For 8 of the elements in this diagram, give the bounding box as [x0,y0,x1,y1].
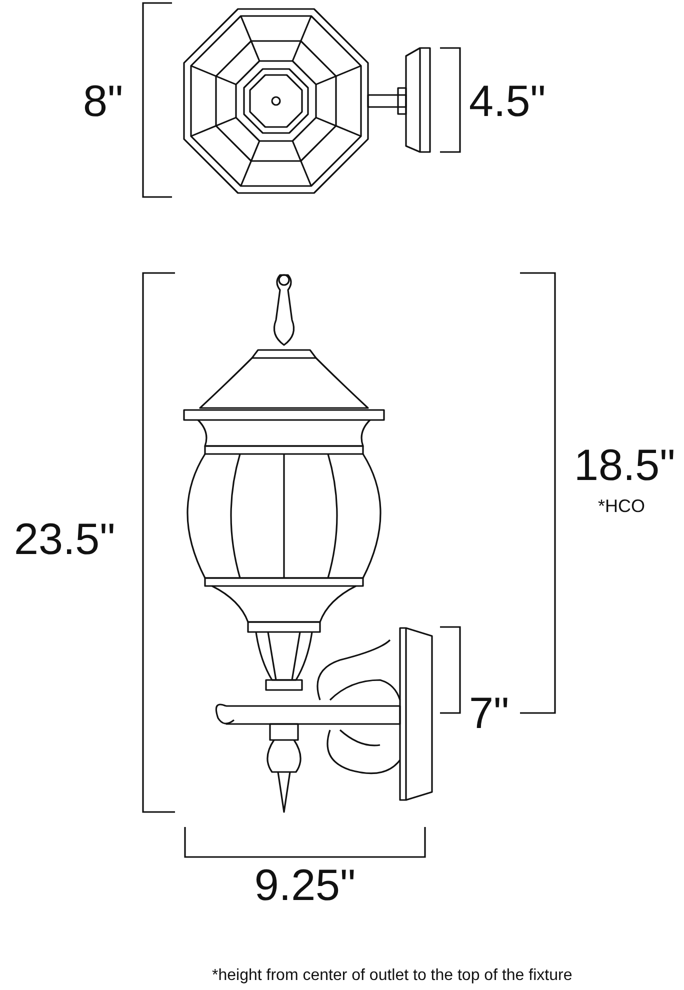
dimension-label: 7" [469,692,510,736]
dimension-label: 23.5" [14,518,116,562]
dimension-label: 9.25" [254,864,356,908]
dimension-label: 4.5" [469,80,546,124]
dimension-label: 8" [83,80,124,124]
footnote: *height from center of outlet to the top of the fixture [212,968,572,984]
note-mark: *HCO [598,497,646,515]
dimension-label: 18.5" [574,444,676,488]
